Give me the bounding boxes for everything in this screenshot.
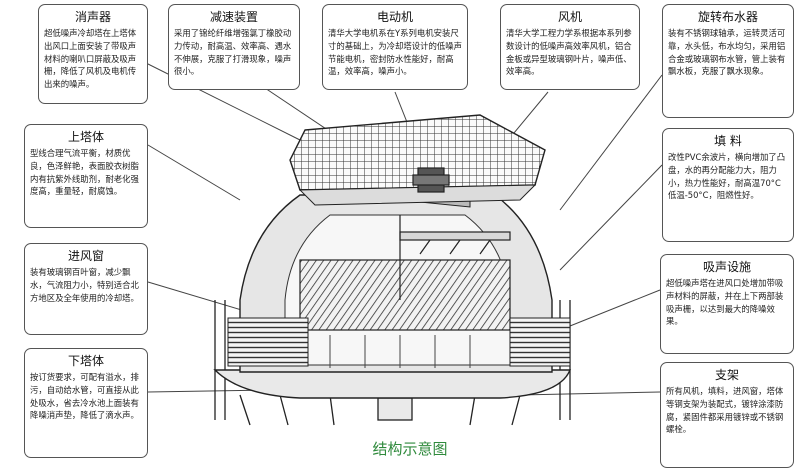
callout-lower-body: 下塔体 按订货要求，可配有溢水，排污，自动给水管，可直接从此处吸水，省去冷水池上… <box>24 348 148 458</box>
fill-media <box>299 259 511 331</box>
callout-sound-absorb-title: 吸声设施 <box>702 260 751 274</box>
callout-lower-body-text: 按订货要求，可配有溢水，排污，自动给水管，可直接从此处吸水，省去冷水池上面装有降… <box>30 372 139 421</box>
callout-motor-title: 电动机 <box>376 10 413 24</box>
callout-reducer-title: 减速装置 <box>209 10 258 24</box>
callout-inlet-window: 进风窗 装有玻璃钢百叶窗，减少飘水，气流阻力小，特别适合北方地区及全年使用的冷却… <box>24 243 148 335</box>
callout-lower-body-title: 下塔体 <box>67 354 104 368</box>
diagram-caption: 结构示意图 <box>372 440 448 458</box>
callout-support-text: 所有风机，填料，进风窗，塔体等钢支架为装配式，镀锌涂漆防腐，紧固件都采用镀锌或不… <box>666 386 784 435</box>
callout-reducer-text: 采用了锦纶纤维增强氯丁橡胶动力传动，耐高温、效率高、遇水不伸展，克服了打滑现象，… <box>174 28 292 77</box>
callout-upper-body: 上塔体 型线合理气流平衡，材质优良，色泽鲜艳，表面胶衣树脂内有抗紫外线助剂，耐老… <box>24 124 148 228</box>
callout-fan: 风机 清华大学工程力学系根据本系列参数设计的低噪声高效率风机，铝合金板或异型玻璃… <box>500 4 640 90</box>
callout-reducer: 减速装置 采用了锦纶纤维增强氯丁橡胶动力传动，耐高温、效率高、遇水不伸展，克服了… <box>168 4 300 90</box>
callout-fill: 填 料 改性PVC余波片，横向增加了凸盘，水的再分配能力大，阻力小，热力性能好，… <box>662 128 794 242</box>
inlet-louver-right <box>509 317 571 367</box>
callout-sprinkler-text: 装有不锈钢球轴承，运转灵活可靠，水头低，布水均匀，采用铝合金或玻璃钢布水管，管上… <box>668 28 786 77</box>
callout-motor: 电动机 清华大学电机系在Y系列电机安装尺寸的基础上，为冷却塔设计的低噪声节能电机… <box>322 4 468 90</box>
callout-inlet-window-title: 进风窗 <box>67 249 104 263</box>
inlet-louver-left <box>227 317 309 367</box>
callout-sound-absorb: 吸声设施 超低噪声塔在进风口处增加带吸声材料的屏蔽，并在上下两部装吸声栅，以达到… <box>660 254 794 354</box>
callout-support-title: 支架 <box>714 368 739 382</box>
callout-support: 支架 所有风机，填料，进风窗，塔体等钢支架为装配式，镀锌涂漆防腐，紧固件都采用镀… <box>660 362 794 468</box>
rotating-sprinkler <box>399 215 511 300</box>
callout-sprinkler: 旋转布水器 装有不锈钢球轴承，运转灵活可靠，水头低，布水均匀，采用铝合金或玻璃钢… <box>662 4 794 118</box>
callout-sprinkler-title: 旋转布水器 <box>697 10 758 24</box>
lower-basin <box>213 369 572 399</box>
callout-motor-text: 清华大学电机系在Y系列电机安装尺寸的基础上，为冷却塔设计的低噪声节能电机，密封防… <box>328 28 462 77</box>
callout-muffler-title: 消声器 <box>74 10 111 24</box>
callout-upper-body-title: 上塔体 <box>67 130 104 144</box>
motor <box>412 167 450 193</box>
callout-upper-body-text: 型线合理气流平衡，材质优良，色泽鲜艳，表面胶衣树脂内有抗紫外线助剂，耐老化强度高… <box>30 148 139 197</box>
callout-fan-title: 风机 <box>557 10 582 24</box>
callout-inlet-window-text: 装有玻璃钢百叶窗，减少飘水，气流阻力小，特别适合北方地区及全年使用的冷却塔。 <box>30 267 139 303</box>
callout-muffler: 消声器 超低噪声冷却塔在上塔体出风口上面安装了带吸声材料的喇叭口屏蔽及吸声栅，降… <box>38 4 148 104</box>
callout-fill-text: 改性PVC余波片，横向增加了凸盘，水的再分配能力大，阻力小，热力性能好，耐高温7… <box>668 152 786 201</box>
callout-muffler-text: 超低噪声冷却塔在上塔体出风口上面安装了带吸声材料的喇叭口屏蔽及吸声栅，降低了风机… <box>44 28 137 90</box>
callout-sound-absorb-text: 超低噪声塔在进风口处增加带吸声材料的屏蔽，并在上下两部装吸声栅，以达到最大的降噪… <box>666 278 784 327</box>
callout-fan-text: 清华大学工程力学系根据本系列参数设计的低噪声高效率风机，铝合金板或异型玻璃钢叶片… <box>506 28 632 77</box>
callout-fill-title: 填 料 <box>714 134 742 148</box>
